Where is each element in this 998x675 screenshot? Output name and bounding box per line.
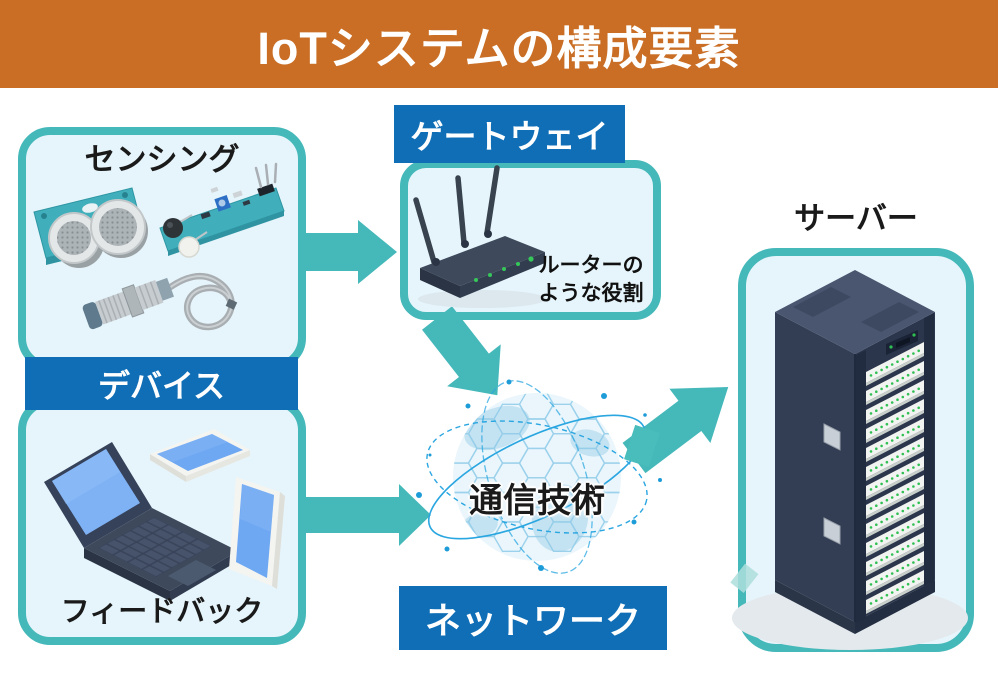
network-banner-label: ネットワーク [424, 600, 641, 641]
teal-shard [624, 424, 660, 468]
sensing-label: センシング [84, 142, 240, 177]
gateway-banner: ゲートウェイ [394, 105, 625, 163]
router-note-line1: ルーターの [538, 254, 644, 277]
device-banner: デバイス [25, 357, 298, 410]
network-banner: ネットワーク [399, 586, 667, 650]
arrow-device-to-communication [306, 484, 431, 546]
router-role-note: ルーターの ような役割 [524, 252, 658, 308]
page-title: IoTシステムの構成要素 [257, 22, 741, 74]
server-panel [738, 248, 974, 652]
title-bar: IoTシステムの構成要素 [0, 0, 998, 88]
server-label: サーバー [794, 201, 918, 236]
device-banner-label: デバイス [97, 367, 226, 404]
arrow-sensing-to-gateway [306, 220, 397, 284]
communication-label: 通信技術 [469, 482, 605, 520]
router-note-line2: ような役割 [538, 282, 644, 305]
feedback-label: フィードバック [60, 596, 264, 628]
gateway-banner-label: ゲートウェイ [410, 118, 609, 155]
arrow-communication-to-server [622, 386, 729, 474]
